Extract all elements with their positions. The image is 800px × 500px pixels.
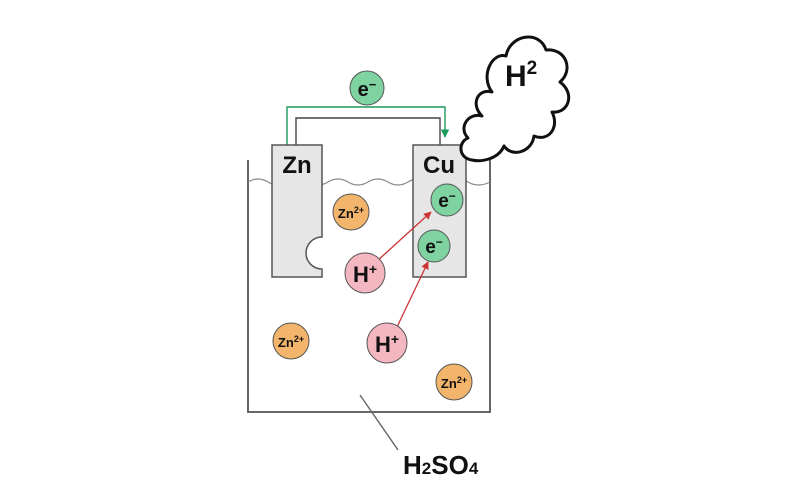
svg-text:e−: e− xyxy=(358,77,377,101)
electron-cu-bottom: e− xyxy=(417,229,451,263)
svg-text:Zn2+: Zn2+ xyxy=(338,205,364,221)
acid-leader-line xyxy=(359,394,399,451)
inner-wire xyxy=(295,117,441,145)
external-wire xyxy=(286,106,450,145)
svg-text:e−: e− xyxy=(425,235,443,258)
svg-text:Zn2+: Zn2+ xyxy=(278,334,304,350)
hydrogen-ion-lower: H+ xyxy=(366,322,408,364)
reaction-arrow-lower xyxy=(396,261,429,328)
zinc-electrode xyxy=(271,144,323,278)
svg-text:H+: H+ xyxy=(353,261,377,287)
electron-cu-top: e− xyxy=(430,183,464,217)
hydrogen-ion-upper: H+ xyxy=(344,252,386,294)
cu-label: Cu xyxy=(423,152,455,179)
sulfuric-acid-label: H2SO4 xyxy=(403,450,479,480)
svg-text:H+: H+ xyxy=(375,331,399,357)
beaker xyxy=(247,160,491,413)
svg-text:H2: H2 xyxy=(505,58,537,93)
zinc-ion-upper: Zn2+ xyxy=(332,193,370,231)
hydrogen-gas-cloud: H2 xyxy=(459,35,571,163)
svg-text:Zn2+: Zn2+ xyxy=(441,375,467,391)
svg-text:e−: e− xyxy=(438,189,456,212)
electron-wire: e− xyxy=(349,70,385,106)
reaction-arrow-upper xyxy=(375,211,432,263)
zn-label: Zn xyxy=(282,152,311,179)
zinc-ion-right: Zn2+ xyxy=(435,363,473,401)
zinc-ion-left: Zn2+ xyxy=(272,322,310,360)
